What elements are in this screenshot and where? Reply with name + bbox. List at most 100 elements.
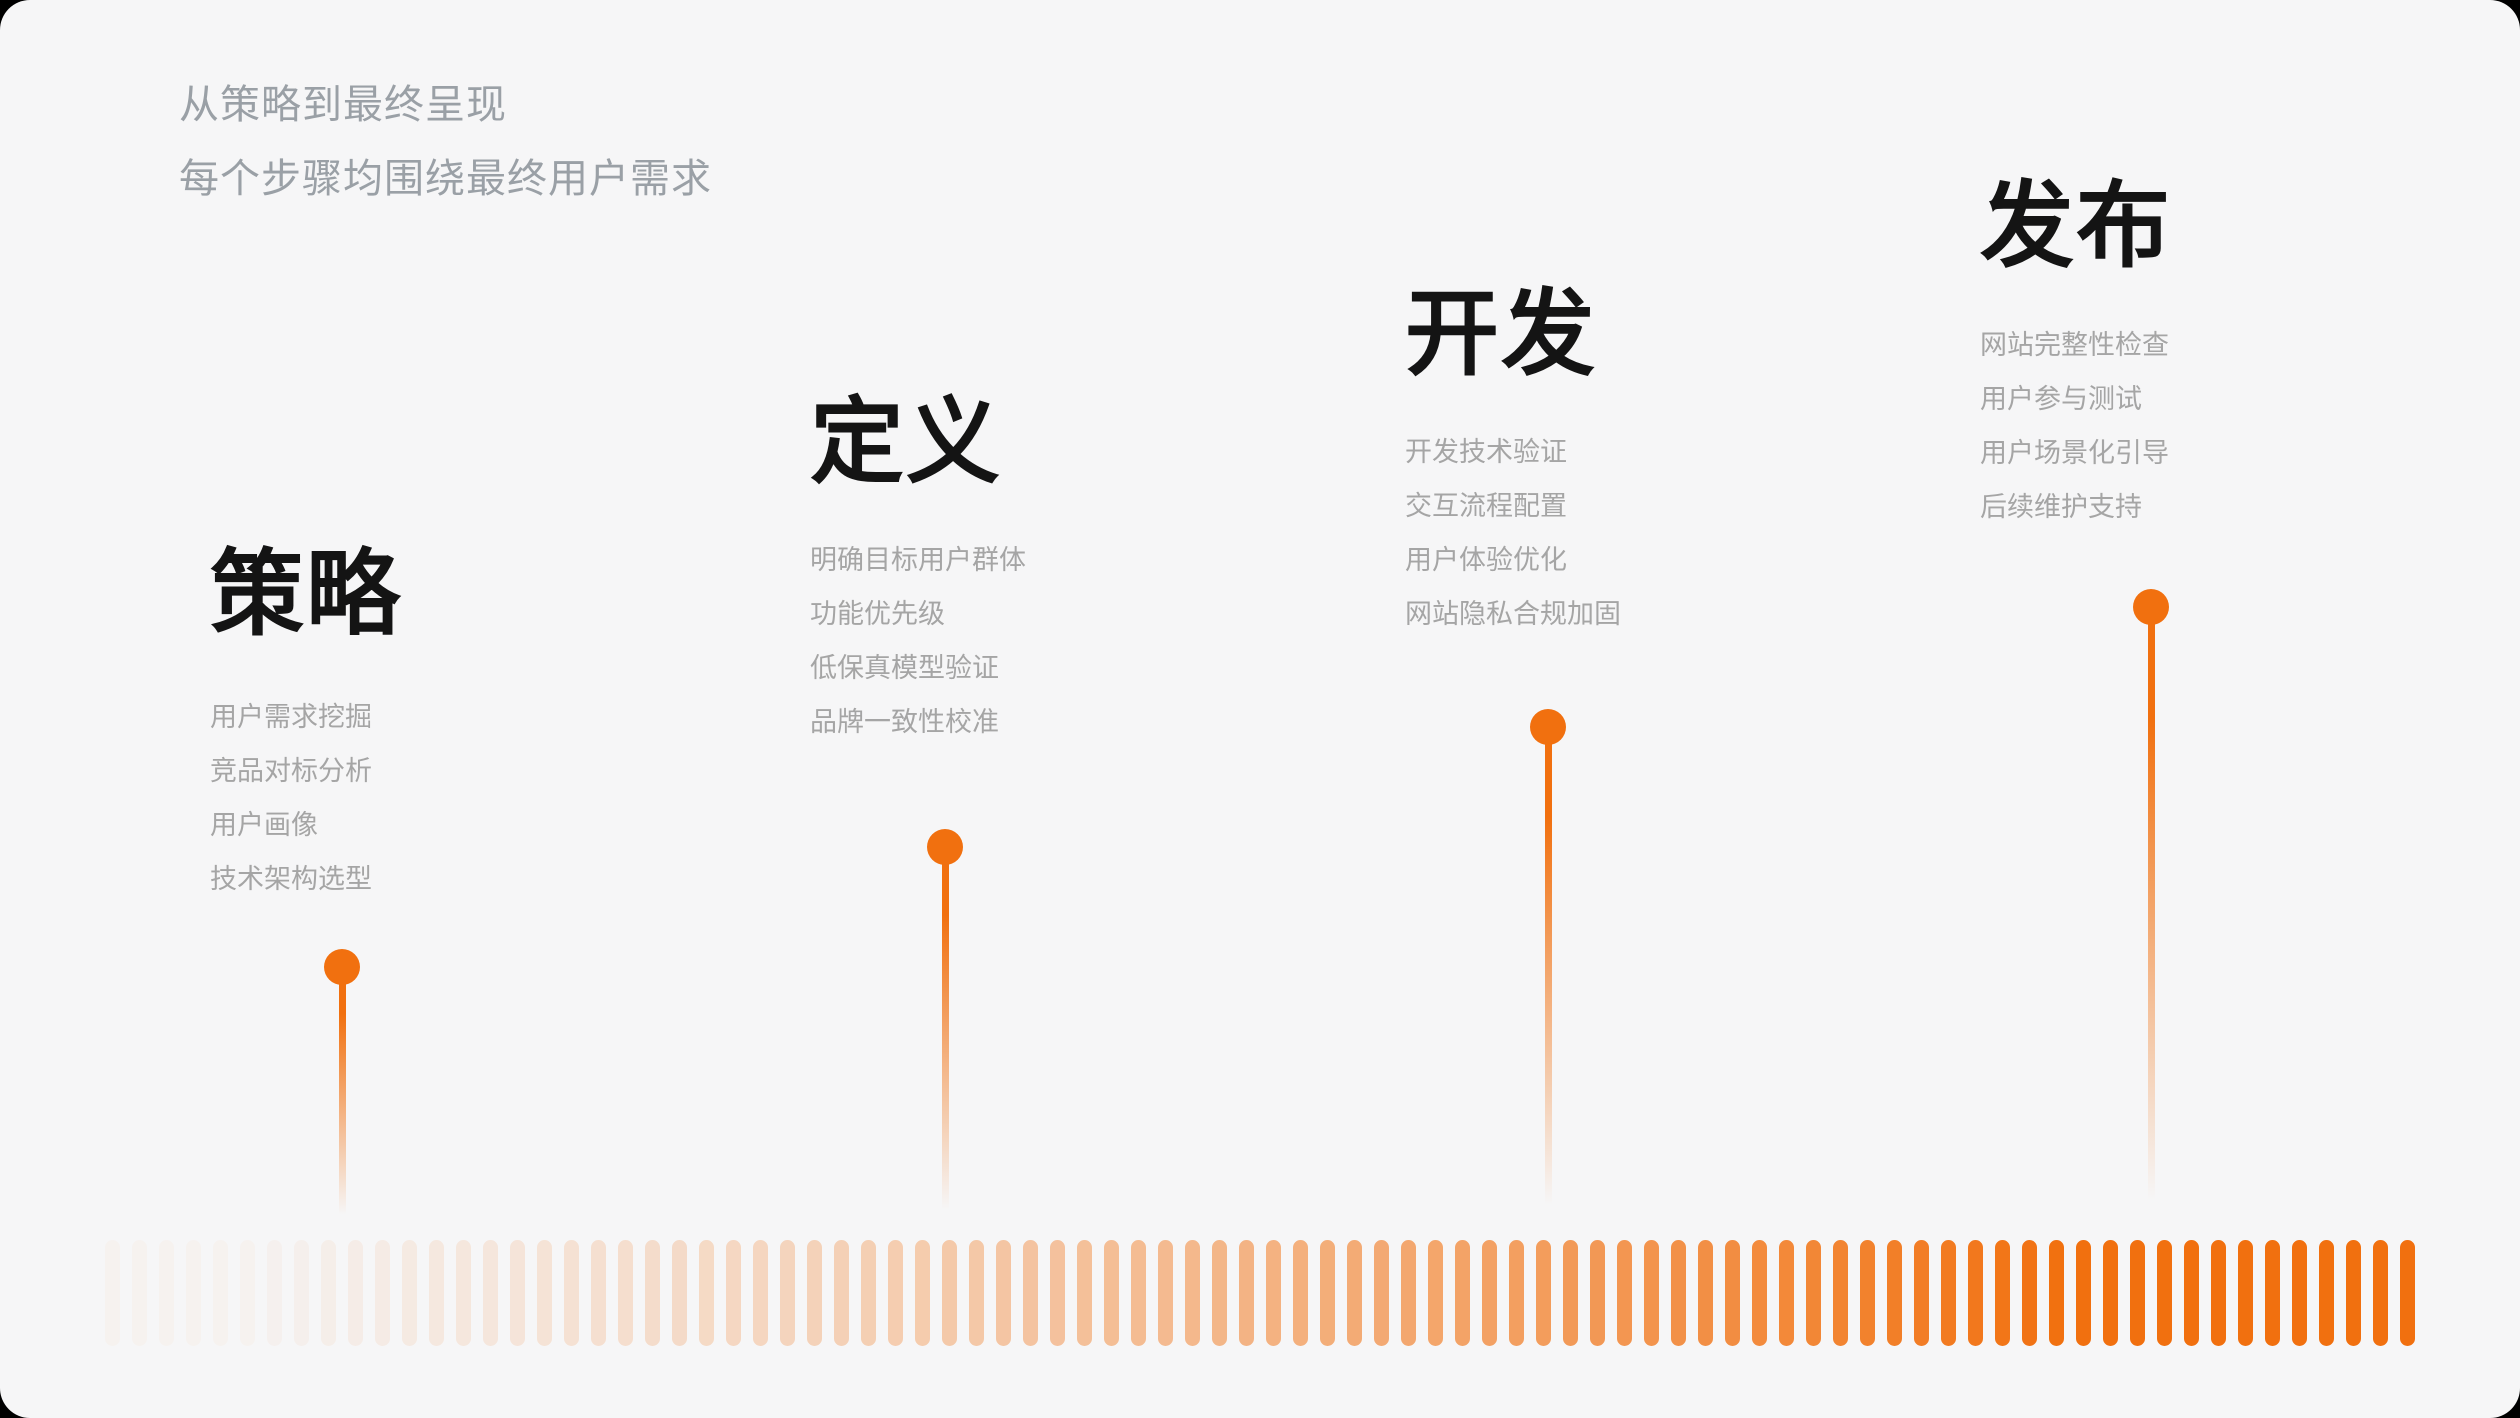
intro-text: 从策略到最终呈现 每个步骤均围绕最终用户需求 [179, 68, 712, 216]
stage-item: 交互流程配置 [1405, 491, 1567, 521]
timeline-bar [969, 1240, 984, 1346]
timeline-bar [2103, 1240, 2118, 1346]
timeline-bar [375, 1240, 390, 1346]
timeline-bar [618, 1240, 633, 1346]
milestone-stem-development [1545, 727, 1552, 1225]
timeline-bar [1212, 1240, 1227, 1346]
timeline-bar [2211, 1240, 2226, 1346]
stage-item: 低保真模型验证 [810, 653, 999, 683]
timeline-bar [1752, 1240, 1767, 1346]
stage-items-definition: 明确目标用户群体功能优先级低保真模型验证品牌一致性校准 [810, 546, 1026, 736]
timeline-bar [2238, 1240, 2253, 1346]
milestone-dot-strategy [324, 949, 360, 985]
timeline-bar [267, 1240, 282, 1346]
stage-title-development: 开发 [1405, 281, 1598, 386]
timeline-bar [510, 1240, 525, 1346]
timeline-bar [1482, 1240, 1497, 1346]
timeline-bar [1590, 1240, 1605, 1346]
timeline-bar [1698, 1240, 1713, 1346]
timeline-bar [1320, 1240, 1335, 1346]
timeline-bar [240, 1240, 255, 1346]
timeline-bar [1887, 1240, 1902, 1346]
stage-item: 用户画像 [210, 810, 318, 840]
timeline-bar [1509, 1240, 1524, 1346]
timeline-bar [1131, 1240, 1146, 1346]
timeline-bar [2292, 1240, 2307, 1346]
stage-items-development: 开发技术验证交互流程配置用户体验优化网站隐私合规加固 [1405, 438, 1621, 628]
timeline-bar [780, 1240, 795, 1346]
timeline-bar [1050, 1240, 1065, 1346]
stage-title-launch: 发布 [1980, 173, 2173, 278]
timeline-bar [888, 1240, 903, 1346]
timeline-bar [1293, 1240, 1308, 1346]
stage-title-strategy: 策略 [210, 541, 403, 646]
stage-items-launch: 网站完整性检查用户参与测试用户场景化引导后续维护支持 [1980, 331, 2172, 521]
timeline-bar [402, 1240, 417, 1346]
timeline-bar [2130, 1240, 2145, 1346]
timeline-bar [807, 1240, 822, 1346]
timeline-bar [213, 1240, 228, 1346]
timeline-bar [1077, 1240, 1092, 1346]
timeline-bar [2319, 1240, 2334, 1346]
timeline-bar [942, 1240, 957, 1346]
stage-item: 网站隐私合规加固 [1405, 599, 1621, 629]
timeline-bar [1104, 1240, 1119, 1346]
timeline-bar [429, 1240, 444, 1346]
timeline-bar [2346, 1240, 2361, 1346]
stage-item: 用户场景化引导 [1980, 438, 2169, 468]
timeline-bar [1185, 1240, 1200, 1346]
stage-item: 网站完整性检查 [1980, 330, 2169, 360]
stage-item: 后续维护支持 [1980, 492, 2142, 522]
timeline-bar [1266, 1240, 1281, 1346]
stage-launch: 发布 网站完整性检查用户参与测试用户场景化引导后续维护支持 [1980, 179, 2172, 547]
stage-item: 用户需求挖掘 [210, 702, 372, 732]
timeline-bar [1833, 1240, 1848, 1346]
milestone-stem-definition [942, 847, 949, 1225]
stage-item: 用户体验优化 [1405, 545, 1567, 575]
stage-title-definition: 定义 [810, 389, 1003, 494]
intro-line-1: 从策略到最终呈现 [179, 83, 507, 127]
timeline-bar [1617, 1240, 1632, 1346]
milestone-stem-launch [2148, 607, 2155, 1225]
timeline-bar [1536, 1240, 1551, 1346]
timeline-bar [537, 1240, 552, 1346]
stage-item: 竞品对标分析 [210, 756, 372, 786]
timeline-bar [1725, 1240, 1740, 1346]
milestone-stem-strategy [339, 967, 346, 1225]
timeline-bar [2265, 1240, 2280, 1346]
stage-item: 功能优先级 [810, 599, 945, 629]
timeline-bar [2022, 1240, 2037, 1346]
stage-item: 用户参与测试 [1980, 384, 2142, 414]
intro-line-2: 每个步骤均围绕最终用户需求 [179, 157, 712, 201]
stage-items-strategy: 用户需求挖掘竞品对标分析用户画像技术架构选型 [210, 703, 402, 893]
timeline-bars [105, 1240, 2415, 1346]
timeline-bar [645, 1240, 660, 1346]
timeline-bar [753, 1240, 768, 1346]
timeline-bar [1158, 1240, 1173, 1346]
timeline-bar [1644, 1240, 1659, 1346]
timeline-bar [186, 1240, 201, 1346]
timeline-bar [105, 1240, 120, 1346]
timeline-bar [2157, 1240, 2172, 1346]
timeline-bar [834, 1240, 849, 1346]
timeline-bar [672, 1240, 687, 1346]
timeline-bar [915, 1240, 930, 1346]
timeline-bar [2400, 1240, 2415, 1346]
timeline-bar [1239, 1240, 1254, 1346]
milestone-dot-launch [2133, 589, 2169, 625]
timeline-bar [1023, 1240, 1038, 1346]
timeline-bar [2373, 1240, 2388, 1346]
timeline-bar [1941, 1240, 1956, 1346]
timeline-bar [996, 1240, 1011, 1346]
timeline-bar [1968, 1240, 1983, 1346]
timeline-bar [294, 1240, 309, 1346]
timeline-bar [1347, 1240, 1362, 1346]
timeline-bar [321, 1240, 336, 1346]
timeline-bar [348, 1240, 363, 1346]
stage-item: 开发技术验证 [1405, 437, 1567, 467]
timeline-bar [2184, 1240, 2199, 1346]
timeline-bar [2076, 1240, 2091, 1346]
timeline-bar [591, 1240, 606, 1346]
timeline-bar [1860, 1240, 1875, 1346]
milestone-dot-definition [927, 829, 963, 865]
